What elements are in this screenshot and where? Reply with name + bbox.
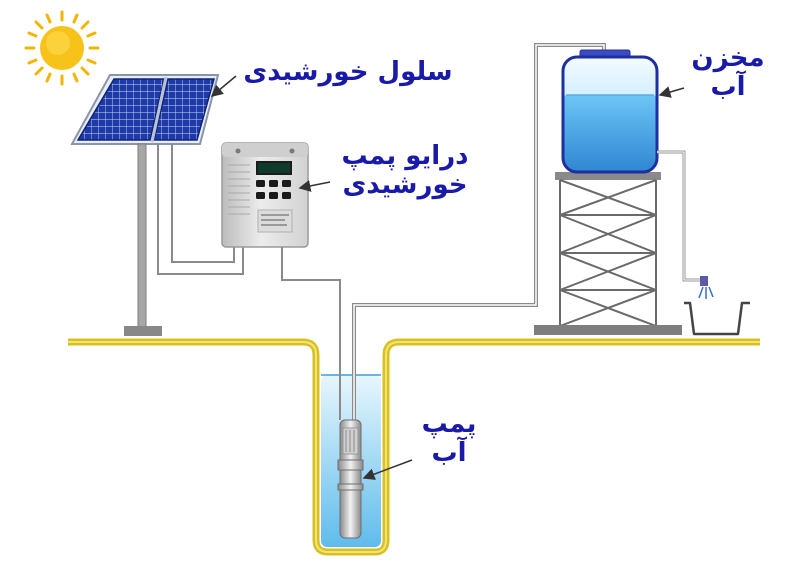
faucet-icon <box>698 276 714 299</box>
water-pump-label: پمپ آب <box>404 409 494 469</box>
pump-drive-icon <box>221 142 309 248</box>
water-pump-label-line1: پمپ <box>421 409 477 439</box>
solar-pump-drive-label: درایو پمپ خورشیدی <box>330 141 480 201</box>
tank-stand <box>534 172 682 335</box>
pole-base <box>124 326 162 336</box>
water-tank-label-line2: آب <box>710 72 746 103</box>
solar-pump-drive-label-line2: خورشیدی <box>342 170 468 201</box>
ground-line-inner <box>68 341 760 553</box>
tank-outlet-pipe <box>657 150 702 282</box>
panel-to-drive-wires <box>157 144 244 275</box>
sun-icon <box>24 10 100 86</box>
solar-panel-pole <box>137 143 147 331</box>
solar-cell-label: سلول خورشیدی <box>243 57 453 87</box>
submersible-pump-icon <box>337 419 364 539</box>
drive-to-pump-cable <box>281 247 341 420</box>
solar-panel-icon <box>70 74 220 145</box>
water-tank-icon <box>561 49 659 174</box>
basin-icon <box>684 301 750 336</box>
water-tank-label: مخزن آب <box>676 43 780 103</box>
water-pump-label-line2: آب <box>431 438 467 469</box>
solar-pump-drive-label-line1: درایو پمپ <box>341 141 469 171</box>
annotation-arrows <box>210 75 685 480</box>
water-tank-label-line1: مخزن <box>691 43 765 73</box>
